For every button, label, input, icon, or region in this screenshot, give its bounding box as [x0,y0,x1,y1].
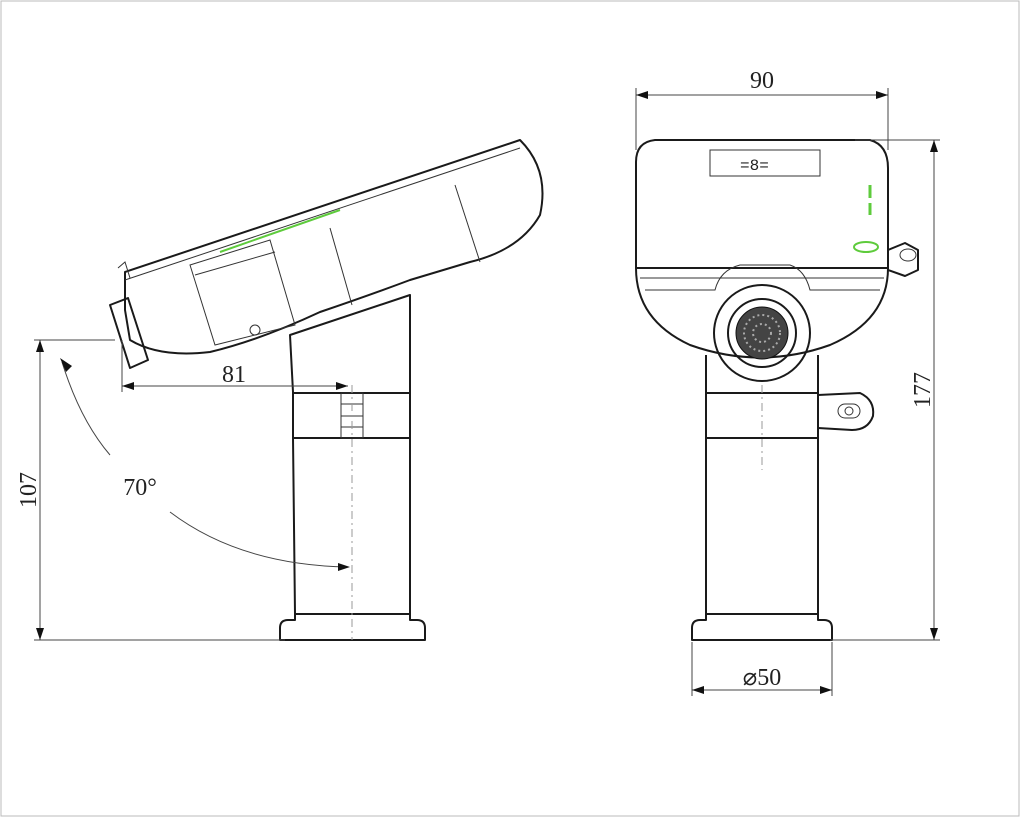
side-screw [249,324,261,336]
arrow [876,91,888,99]
dim-50-label: ⌀50 [743,665,781,691]
knob-cap [899,248,917,262]
arrow [338,563,350,571]
side-column [289,294,411,615]
side-tab [117,261,131,279]
display-digits: =8= [740,157,769,175]
arrow [820,686,832,694]
arrow [122,382,134,390]
front-lug-hole [844,406,854,416]
arrow [36,340,44,352]
side-cover-line [194,251,276,276]
dim-81-label: 81 [222,362,246,388]
front-display [709,149,821,177]
angle-arc-lower [169,511,349,568]
arrow [692,686,704,694]
aerator-mesh-inner [743,314,781,352]
arrow [930,140,938,152]
side-nozzle [109,297,149,369]
dim-107-label: 107 [16,472,42,508]
front-lug-slot [837,403,861,419]
front-view: =8= 90 177 ⌀50 [635,68,940,696]
dim-90-label: 90 [750,68,774,94]
side-panel-top-line [124,147,521,281]
power-button-icon [853,241,879,253]
front-side-lug [817,392,875,431]
side-view: 81 107 70° [16,139,544,641]
front-side-knob [887,242,919,277]
side-head-body [124,139,544,355]
aerator-housing [713,284,811,382]
arrow [930,628,938,640]
aerator-ring [727,298,797,368]
arrow [60,358,72,372]
arrow [336,382,348,390]
dim-177-label: 177 [910,372,936,408]
front-base-foot [691,613,833,641]
side-indicator-strip [219,209,341,253]
aerator-mesh-core [752,323,772,343]
arrow [636,91,648,99]
dim-70-label: 70° [123,475,157,501]
side-seam-line [454,184,481,263]
angle-arc-upper [61,361,111,456]
front-seam-curve [645,264,880,291]
arrow [36,628,44,640]
side-seam-line [329,227,353,306]
side-battery-cover [189,239,296,346]
